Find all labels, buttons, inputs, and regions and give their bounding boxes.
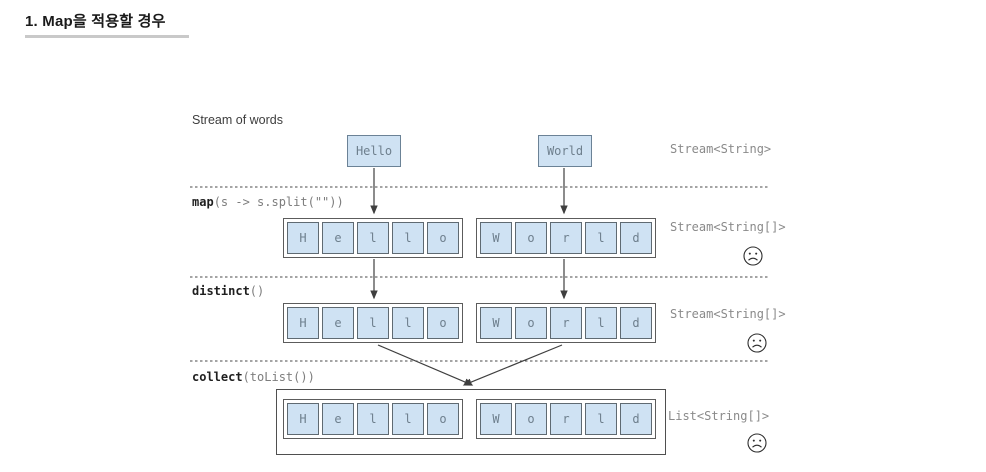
letter-cell: H <box>287 222 319 254</box>
letter-cell: o <box>515 222 547 254</box>
letter-cell: l <box>357 222 389 254</box>
letter-cell: e <box>322 222 354 254</box>
letter-cell: l <box>585 222 617 254</box>
letter-cell: W <box>480 222 512 254</box>
letter-cell: d <box>620 222 652 254</box>
sad-face-icon <box>747 333 767 353</box>
op-distinct-label: distinct() <box>192 284 264 298</box>
letter-cell: l <box>585 307 617 339</box>
letter-cell: l <box>392 222 424 254</box>
op-collect-keyword: collect <box>192 370 243 384</box>
letter-cell: o <box>515 403 547 435</box>
sad-face-icon <box>743 246 763 266</box>
op-collect-label: collect(toList()) <box>192 370 315 384</box>
letter-cell: l <box>357 307 389 339</box>
op-map-args: (s -> s.split("")) <box>213 195 344 209</box>
letter-cell: l <box>392 403 424 435</box>
letter-cell: o <box>515 307 547 339</box>
sad-face-icon <box>747 433 767 453</box>
letter-cell: o <box>427 307 459 339</box>
letter-cell: r <box>550 307 582 339</box>
page-title: 1. Map을 적용할 경우 <box>25 13 166 30</box>
type-label-stream-string-array-2: Stream<String[]> <box>670 307 786 321</box>
op-distinct-args: () <box>249 284 265 298</box>
letter-cell: W <box>480 403 512 435</box>
letter-cell: l <box>585 403 617 435</box>
word-box-world: World <box>538 135 592 167</box>
letter-cell: e <box>322 403 354 435</box>
letter-cell: l <box>392 307 424 339</box>
type-label-stream-string: Stream<String> <box>670 142 772 156</box>
title-underline <box>25 35 189 38</box>
word-box-hello: Hello <box>347 135 401 167</box>
letter-cell: d <box>620 403 652 435</box>
letter-cell: W <box>480 307 512 339</box>
type-label-stream-string-array-1: Stream<String[]> <box>670 220 786 234</box>
letter-cell: r <box>550 403 582 435</box>
letter-cell: o <box>427 403 459 435</box>
op-collect-args: (toList()) <box>242 370 315 384</box>
op-map-keyword: map <box>192 195 214 209</box>
op-distinct-keyword: distinct <box>192 284 250 298</box>
op-map-label: map(s -> s.split("")) <box>192 195 344 209</box>
letter-cell: o <box>427 222 459 254</box>
stream-of-words-label: Stream of words <box>192 113 284 127</box>
letter-cell: H <box>287 403 319 435</box>
letter-cell: H <box>287 307 319 339</box>
letter-cell: l <box>357 403 389 435</box>
letter-cell: r <box>550 222 582 254</box>
letter-cell: d <box>620 307 652 339</box>
type-label-list-string-array: List<String[]> <box>668 409 770 423</box>
letter-cell: e <box>322 307 354 339</box>
